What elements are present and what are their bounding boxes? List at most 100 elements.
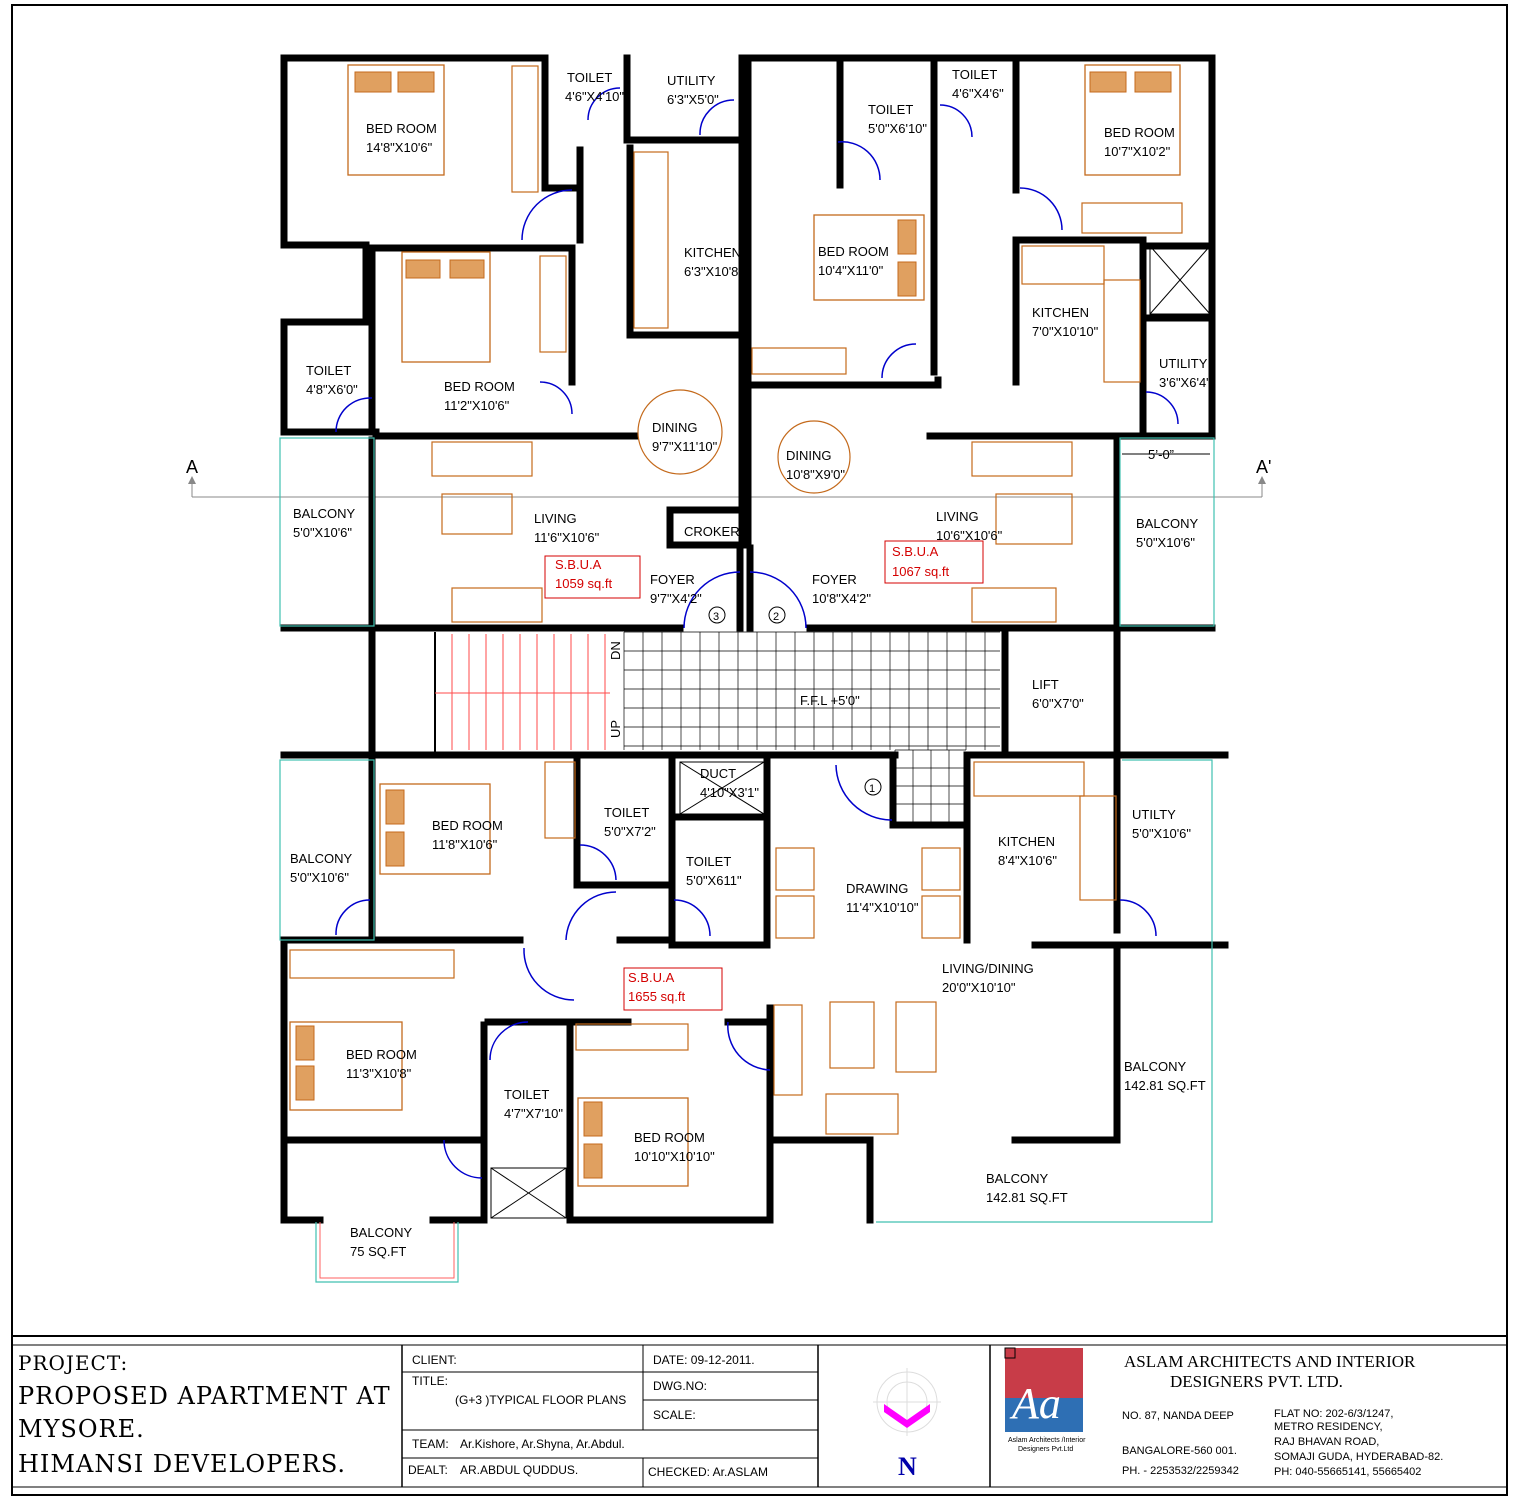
room-name: KITCHEN — [1032, 305, 1089, 320]
room-size: 5'0"X611" — [686, 873, 742, 888]
room-size: 11'3"X10'8" — [346, 1066, 412, 1081]
title-label: TITLE: — [412, 1374, 448, 1388]
stair-down-label: DN — [608, 641, 623, 660]
room-size: 9'7"X4'2" — [650, 591, 702, 606]
room-size: 10'6"X10'6" — [936, 528, 1003, 543]
room-size: 10'7"X10'2" — [1104, 144, 1171, 159]
balcony-edges — [279, 437, 1215, 1283]
room-name: TOILET — [952, 67, 997, 82]
room-name: BED ROOM — [366, 121, 437, 136]
room-name: LIFT — [1032, 677, 1059, 692]
section-label-right: A' — [1256, 457, 1271, 477]
scale-label: SCALE: — [653, 1408, 696, 1422]
dealt-label: DEALT: — [408, 1463, 448, 1477]
sbua-value: 1059 sq.ft — [555, 576, 612, 591]
room-name: TOILET — [567, 70, 612, 85]
floor-level-label: F.F.L +5'0" — [800, 693, 860, 708]
room-size: 10'10"X10'10" — [634, 1149, 715, 1164]
north-label: N — [898, 1452, 917, 1481]
sbua-label: S.B.U.A — [555, 557, 602, 572]
room-size: 5'0"X10'6" — [290, 870, 349, 885]
room-name: TOILET — [686, 854, 731, 869]
room-name: UTILTY — [1132, 807, 1176, 822]
address-1-line-3: PH. - 2253532/2259342 — [1122, 1465, 1239, 1477]
room-name: KITCHEN — [998, 834, 1055, 849]
room-name: UTILITY — [667, 73, 716, 88]
address-2-line-4: SOMAJI GUDA, HYDERABAD-82. — [1274, 1451, 1443, 1463]
north-arrow-icon — [873, 1368, 941, 1436]
room-size: 75 SQ.FT — [350, 1244, 406, 1259]
doors — [335, 87, 1179, 1179]
section-label-left: A — [186, 457, 198, 477]
address-2-line-5: PH: 040-55665141, 55665402 — [1274, 1466, 1421, 1478]
room-name: BALCONY — [350, 1225, 412, 1240]
room-name: LIVING — [534, 511, 577, 526]
room-size: 4'7"X7'10" — [504, 1106, 563, 1121]
drawing-number-label: DWG.NO: — [653, 1379, 707, 1393]
room-name: TOILET — [306, 363, 351, 378]
client-label: CLIENT: — [412, 1353, 457, 1367]
room-size: 7'0"X10'10" — [1032, 324, 1099, 339]
room-name: CROKERY — [684, 524, 748, 539]
address-2-line-2: METRO RESIDENCY, — [1274, 1421, 1383, 1433]
logo-caption-line-1: Aslam Architects /Interior — [1008, 1437, 1086, 1444]
sbua-value: 1067 sq.ft — [892, 564, 949, 579]
room-size: 11'2"X10'6" — [444, 398, 510, 413]
room-size: 6'0"X7'0" — [1032, 696, 1084, 711]
room-name: KITCHEN — [684, 245, 741, 260]
address-2-line-3: RAJ BHAVAN ROAD, — [1274, 1436, 1379, 1448]
checked-label: CHECKED: Ar.ASLAM — [648, 1465, 768, 1479]
sbua-label: S.B.U.A — [892, 544, 939, 559]
room-size: 5'0"X7'2" — [604, 824, 656, 839]
room-size: 4'10"X3'1" — [700, 785, 759, 800]
room-name: BALCONY — [293, 506, 355, 521]
room-name: LIVING/DINING — [942, 961, 1034, 976]
room-name: DUCT — [700, 766, 736, 781]
room-size: 14'8"X10'6" — [366, 140, 433, 155]
title-block: PROJECT: PROPOSED APARTMENT AT MYSORE. H… — [12, 1345, 1507, 1488]
room-name: BED ROOM — [634, 1130, 705, 1145]
room-size: 4'6"X4'10" — [565, 89, 624, 104]
project-line-2: MYSORE. — [18, 1415, 145, 1443]
room-name: BALCONY — [986, 1171, 1048, 1186]
room-name: BED ROOM — [432, 818, 503, 833]
firm-logo: Aa Aslam Architects /Interior Designers … — [1004, 1347, 1086, 1453]
dimension-label: 5’-0” — [1148, 447, 1174, 462]
room-size: 20'0"X10'10" — [942, 980, 1016, 995]
sbua-boxes: S.B.U.A 1059 sq.ft S.B.U.A 1067 sq.ft S.… — [544, 540, 984, 1011]
room-size: 5'0"X10'6" — [1132, 826, 1191, 841]
room-name: DRAWING — [846, 881, 908, 896]
project-line-1: PROPOSED APARTMENT AT — [18, 1382, 391, 1410]
room-name: LIVING — [936, 509, 979, 524]
room-labels: BED ROOM 14'8"X10'6" TOILET 4'6"X4'10" U… — [290, 67, 1211, 1259]
date-label: DATE: 09-12-2011. — [653, 1353, 755, 1367]
room-size: 5'0"X10'6" — [1136, 535, 1195, 550]
room-size: 10'8"X9'0" — [786, 467, 845, 482]
logo-letters: Aa — [1009, 1379, 1061, 1428]
room-size: 142.81 SQ.FT — [986, 1190, 1068, 1205]
flat-number-2: 2 — [773, 611, 779, 623]
room-name: UTILITY — [1159, 356, 1208, 371]
flat-number-1: 1 — [869, 783, 875, 795]
logo-caption-line-2: Designers Pvt.Ltd — [1018, 1446, 1073, 1453]
address-1-line-2: BANGALORE-560 001. — [1122, 1445, 1237, 1457]
room-size: 9'7"X11'10" — [652, 439, 718, 454]
room-name: TOILET — [504, 1087, 549, 1102]
room-name: BED ROOM — [444, 379, 515, 394]
dealt-value: AR.ABDUL QUDDUS. — [460, 1463, 578, 1477]
room-name: FOYER — [650, 572, 695, 587]
room-name: BALCONY — [1136, 516, 1198, 531]
room-size: 11'8"X10'6" — [432, 837, 498, 852]
lobby-floor-grid — [623, 631, 1000, 823]
room-size: 5'0"X10'6" — [293, 525, 352, 540]
sbua-label: S.B.U.A — [628, 970, 675, 985]
room-size: 8'4"X10'6" — [998, 853, 1057, 868]
address-2-line-1: FLAT NO: 202-6/3/1247, — [1274, 1408, 1393, 1420]
room-name: BED ROOM — [818, 244, 889, 259]
walls — [280, 54, 1229, 1224]
room-size: 3'6"X6'4" — [1159, 375, 1211, 390]
stair-up-label: UP — [608, 720, 623, 738]
room-size: 142.81 SQ.FT — [1124, 1078, 1206, 1093]
flat-number-3: 3 — [713, 611, 719, 623]
